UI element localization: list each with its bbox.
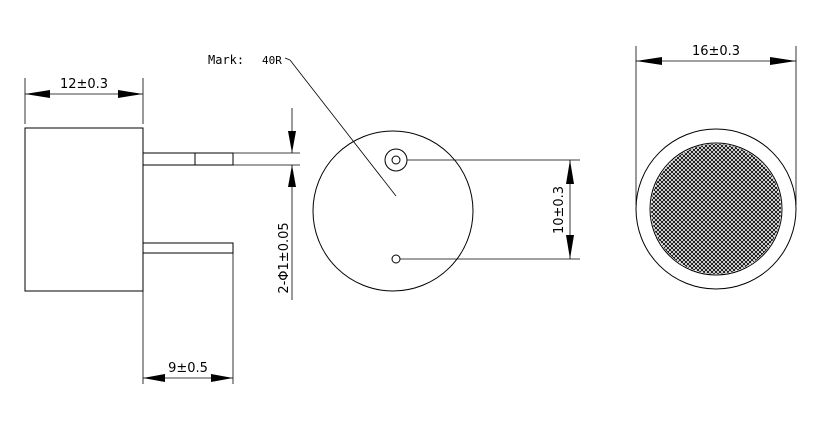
top-view: 16±0.3 xyxy=(635,44,797,290)
pin-pad-lower xyxy=(391,254,401,264)
pin-length-label: 9±0.5 xyxy=(168,361,208,376)
diameter-label: 16±0.3 xyxy=(692,44,740,59)
body-length-label: 12±0.3 xyxy=(60,77,108,92)
body-length-dimension: 12±0.3 xyxy=(24,77,144,124)
protective-mesh xyxy=(651,144,781,274)
pin-length-dimension: 9±0.5 xyxy=(142,253,234,384)
pin-lower xyxy=(143,242,234,254)
pin-pad-upper xyxy=(384,148,408,172)
pin-spacing-label: 10±0.3 xyxy=(552,186,567,234)
marking-label: Mark: xyxy=(208,53,244,67)
marking-value: 40R xyxy=(262,54,282,67)
pin-diameter-dimension: 2-Φ1±0.05 xyxy=(233,108,300,300)
sensor-body xyxy=(24,127,144,292)
bottom-view: 10±0.3 Mark: 40R xyxy=(208,53,580,292)
top-face-outline xyxy=(635,128,797,290)
mesh-rim xyxy=(649,142,783,276)
pin-spacing-dimension: 10±0.3 xyxy=(552,160,574,259)
marking-callout: Mark: 40R xyxy=(208,53,397,197)
diameter-dimension: 16±0.3 xyxy=(635,44,797,205)
side-view: 12±0.3 9±0.5 2-Φ1±0.05 xyxy=(24,77,300,384)
pin-diameter-label: 2-Φ1±0.05 xyxy=(277,222,292,293)
pin-upper xyxy=(143,152,234,166)
bottom-face-outline xyxy=(312,130,474,292)
